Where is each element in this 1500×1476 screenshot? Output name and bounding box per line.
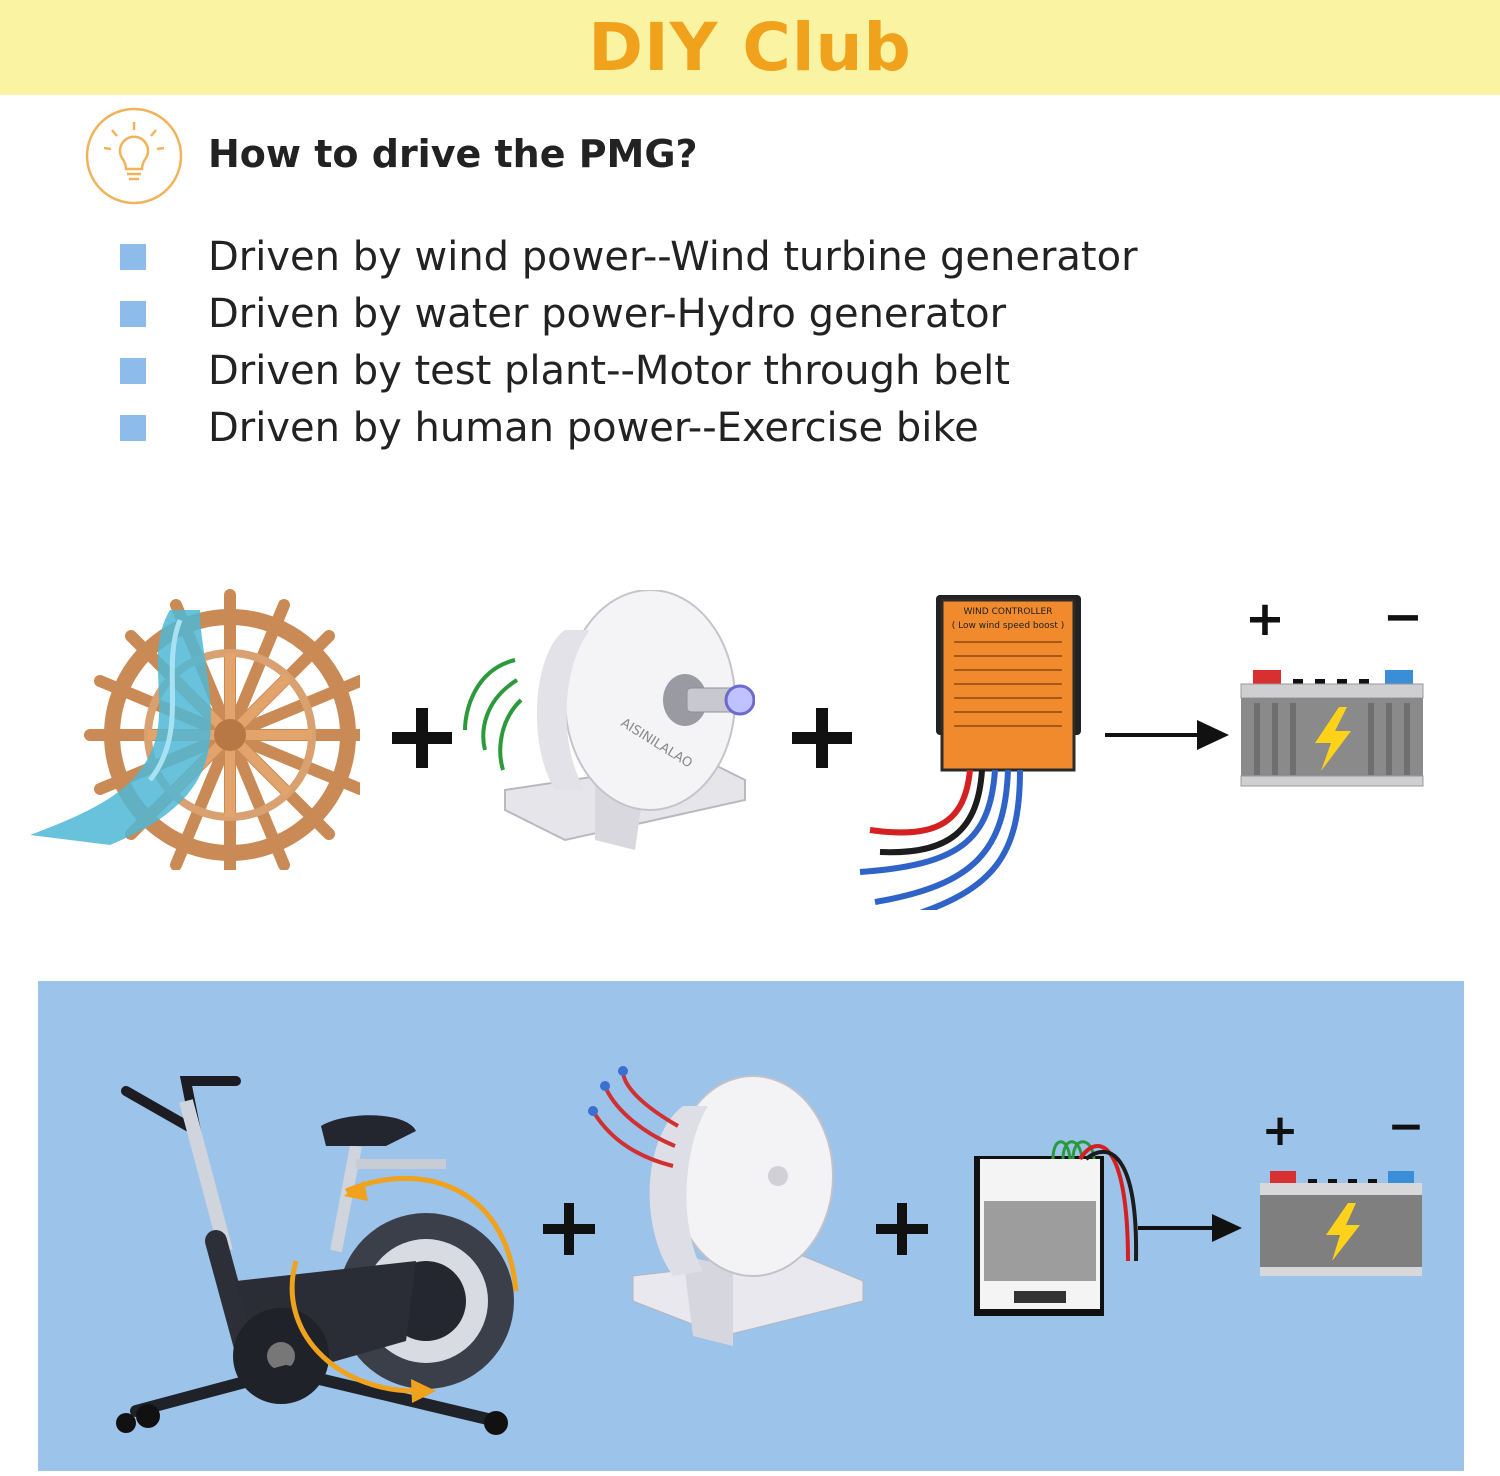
generator-image — [583, 1066, 873, 1366]
list-item: Driven by test plant--Motor through belt — [120, 342, 1138, 399]
controller-label-title: WIND CONTROLLER — [964, 607, 1053, 617]
list-item-text: Driven by water power-Hydro generator — [208, 290, 1007, 337]
list-item: Driven by water power-Hydro generator — [120, 285, 1138, 342]
section-heading: How to drive the PMG? — [208, 132, 698, 176]
list-item-text: Driven by wind power--Wind turbine gener… — [208, 233, 1138, 280]
arrow-right-icon — [1105, 718, 1230, 752]
arrow-right-icon — [1138, 1213, 1243, 1243]
battery-icon: + − — [1256, 1093, 1426, 1283]
water-wheel-image — [30, 570, 360, 870]
plus-icon — [876, 1203, 928, 1255]
battery-minus-label: − — [1388, 1101, 1425, 1152]
plus-icon — [543, 1203, 595, 1255]
controller-image — [968, 1131, 1148, 1321]
list-item-text: Driven by human power--Exercise bike — [208, 404, 979, 451]
header-banner: DIY Club — [0, 0, 1500, 95]
exercise-bike-image — [86, 1051, 536, 1451]
generator-image: AISINILALAO — [455, 590, 755, 860]
page-title: DIY Club — [588, 9, 912, 86]
controller-image: WIND CONTROLLER ( Low wind speed boost ) — [850, 590, 1090, 910]
plus-icon — [392, 708, 452, 768]
drive-method-list: Driven by wind power--Wind turbine gener… — [120, 228, 1138, 456]
battery-plus-label: + — [1262, 1105, 1299, 1156]
exercise-bike-panel: + − — [38, 981, 1464, 1471]
battery-minus-label: − — [1383, 595, 1423, 645]
list-item: Driven by wind power--Wind turbine gener… — [120, 228, 1138, 285]
battery-plus-label: + — [1245, 595, 1285, 647]
battery-icon: + − — [1235, 595, 1430, 795]
controller-label-subtitle: ( Low wind speed boost ) — [952, 621, 1064, 631]
lightbulb-icon — [84, 106, 184, 206]
list-item-text: Driven by test plant--Motor through belt — [208, 347, 1010, 394]
hydro-diagram-row: AISINILALAO WIND CONTROLLER ( Low wind s… — [0, 560, 1500, 920]
bullet-square-icon — [120, 243, 146, 270]
list-item: Driven by human power--Exercise bike — [120, 399, 1138, 456]
plus-icon — [792, 708, 852, 768]
bullet-square-icon — [120, 357, 146, 384]
bullet-square-icon — [120, 414, 146, 441]
bullet-square-icon — [120, 300, 146, 327]
